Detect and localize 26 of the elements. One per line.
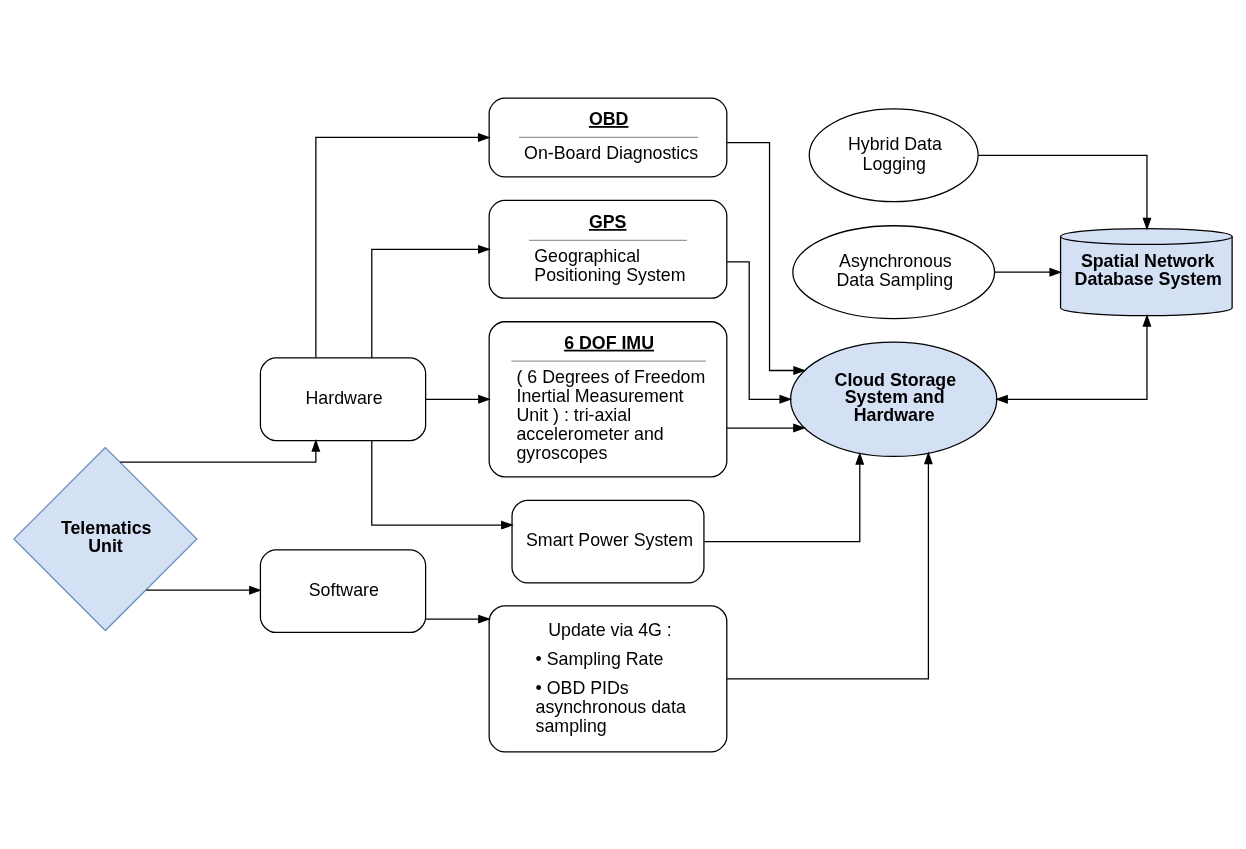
- arrow: [425, 614, 491, 624]
- node-box: GPS Geographical Positioning System: [488, 199, 728, 299]
- node-box: Update via 4G : • Sampling Rate • OBD PIDs asynchronous data sampling: [488, 604, 728, 753]
- arrow: [726, 141, 807, 375]
- arrow: [425, 394, 491, 404]
- arrow: [145, 585, 262, 595]
- arrow: [995, 313, 1152, 404]
- node-diamond: Telematics Unit: [13, 446, 198, 631]
- node-box: Smart Power System: [511, 499, 705, 584]
- arrow: [703, 451, 865, 542]
- arrow: [371, 244, 491, 359]
- arrow: [726, 260, 793, 404]
- arrow: [726, 423, 806, 432]
- node-box: 6 DOF IMU ( 6 Degrees of Freedom Inertial Measurement Unit ) : tri-axial accelerometer and gyroscopes: [488, 320, 728, 477]
- node-ellipse: Cloud Storage System and Hardware: [789, 340, 998, 457]
- node-box: Software: [259, 548, 427, 633]
- arrow: [994, 267, 1063, 277]
- arrow: [726, 451, 933, 679]
- arrow: [119, 438, 321, 463]
- node-box: OBD On-Board Diagnostics: [488, 96, 728, 177]
- node-ellipse: Asynchronous Data Sampling: [792, 224, 996, 319]
- arrow: [977, 154, 1152, 231]
- node-box: Hardware: [259, 356, 427, 441]
- arrow: [315, 132, 491, 358]
- arrow: [371, 439, 514, 530]
- node-ellipse: Hybrid Data Logging: [808, 107, 979, 202]
